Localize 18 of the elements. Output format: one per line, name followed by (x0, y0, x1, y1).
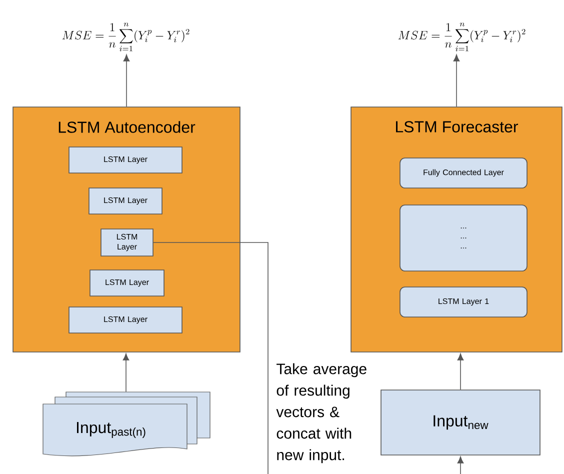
mse-formula: $MSE = \frac{1}{n}\sum_{i=1}^{n}(Y_i^p - Y_i^r)^2$ (398, 22, 526, 52)
note-text: Take average of resulting vectors & concat with new input. (276, 363, 366, 464)
arrow (122, 353, 130, 392)
layer-box: Fully Connected Layer (400, 158, 528, 188)
layer-box: LSTM Layer (100, 228, 154, 256)
arrow (457, 456, 464, 474)
layer-box: LSTM Layer 1 (400, 286, 528, 318)
layer-box: LSTM Layer (68, 146, 182, 174)
layer-box: LSTM Layer (88, 188, 162, 214)
layer-box: LSTM Layer (68, 306, 182, 334)
layer-box: ... ... ... (400, 204, 528, 272)
input-box: Input$_{new}$ (380, 390, 540, 456)
arrow (453, 54, 460, 107)
mse-formula: $MSE = \frac{1}{n}\sum_{i=1}^{n}(Y_i^p - Y_i^r)^2$ (62, 22, 190, 52)
arrow (457, 353, 464, 390)
layer-box: LSTM Layer (90, 270, 164, 296)
arrow (123, 54, 130, 107)
input-stack-drawing: Input$_{past(n)}$ (42, 392, 210, 456)
